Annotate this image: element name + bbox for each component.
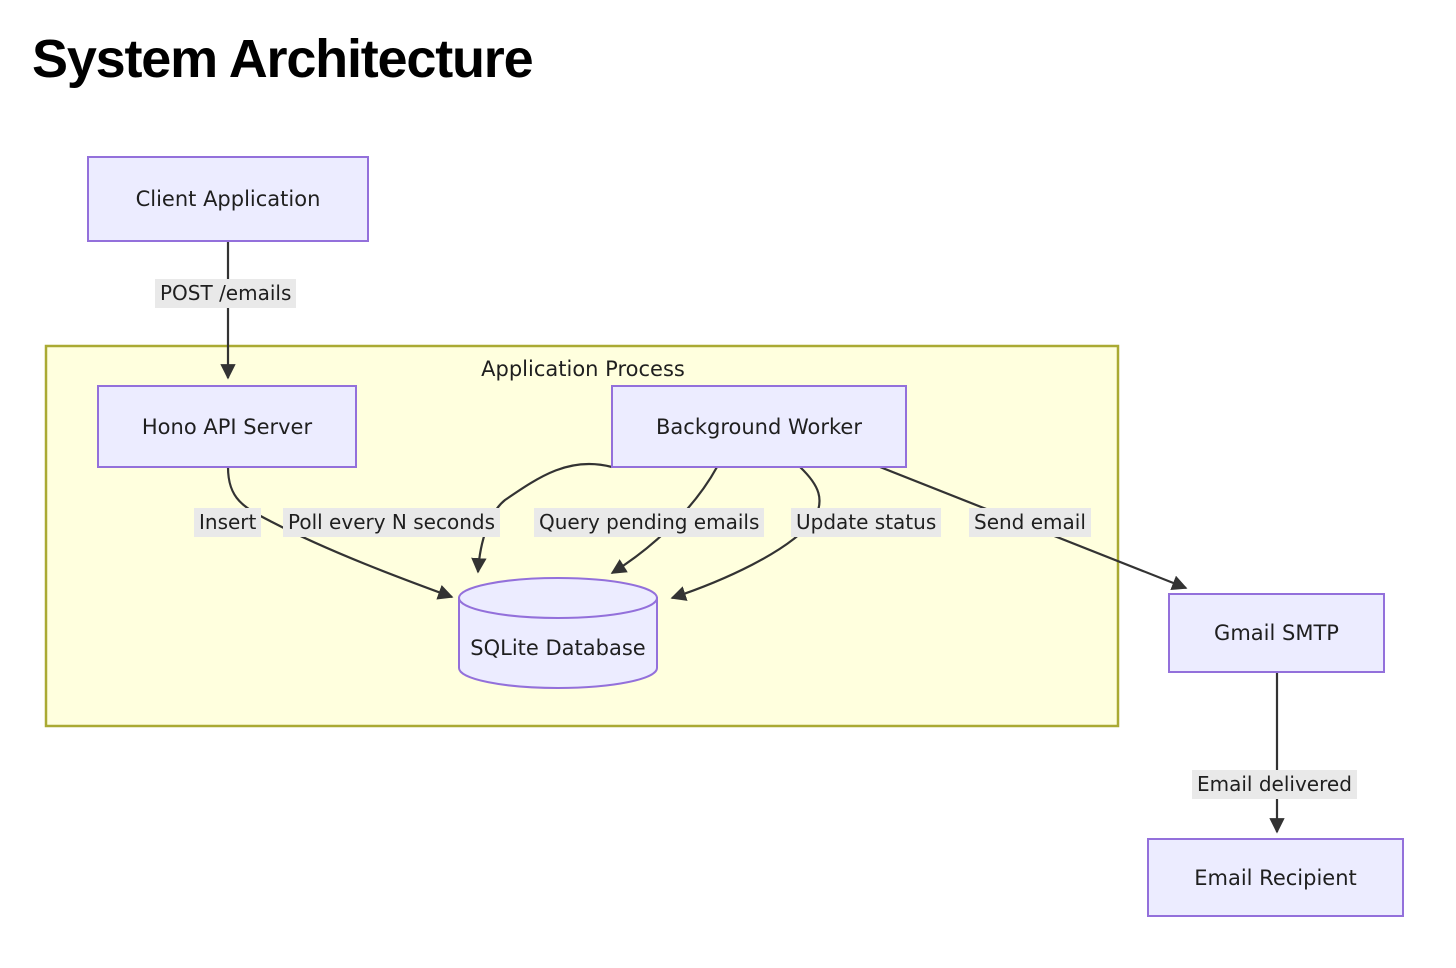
node-label-sqlite-database: SQLite Database xyxy=(470,636,646,660)
cluster-title-application-process: Application Process xyxy=(481,357,685,381)
node-hono-api-server[interactable] xyxy=(97,385,357,468)
node-gmail-smtp[interactable] xyxy=(1168,593,1385,673)
node-label-email-recipient: Email Recipient xyxy=(1194,865,1357,890)
edge-label-poll-every-n-seconds: Poll every N seconds xyxy=(283,508,500,537)
node-email-recipient[interactable] xyxy=(1147,838,1404,917)
edge-label-send-email: Send email xyxy=(969,508,1091,537)
node-label-gmail-smtp: Gmail SMTP xyxy=(1214,621,1339,645)
node-client-application[interactable] xyxy=(87,156,369,242)
edge-label-insert: Insert xyxy=(194,508,262,537)
edge-worker-poll-db-path xyxy=(471,462,613,574)
edge-label-update-status: Update status xyxy=(791,508,942,537)
node-label-client-application: Client Application xyxy=(135,187,321,211)
edge-label-post-emails: POST /emails xyxy=(155,279,297,308)
edge-label-query-pending-emails: Query pending emails xyxy=(534,508,765,537)
node-label-hono-api-server: Hono API Server xyxy=(141,414,313,439)
page-title: System Architecture xyxy=(32,29,534,89)
node-sqlite-database[interactable] xyxy=(458,577,658,689)
node-label-background-worker: Background Worker xyxy=(656,414,862,439)
node-background-worker[interactable] xyxy=(611,385,907,468)
edge-label-email-delivered: Email delivered xyxy=(1192,770,1357,799)
